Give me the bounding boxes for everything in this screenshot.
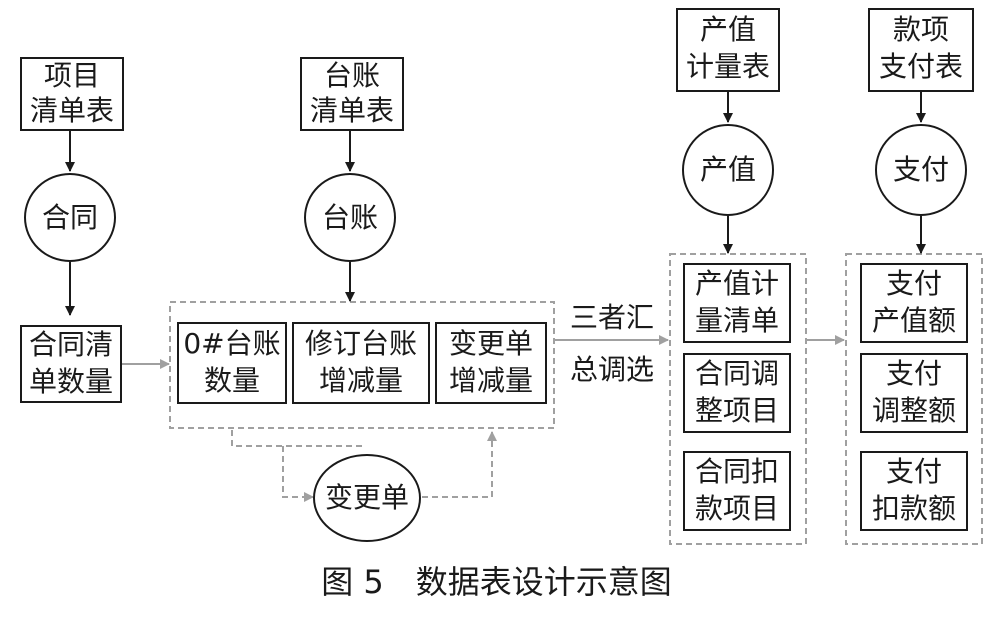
ledger-label: 台账 xyxy=(321,201,378,234)
payment-output-amount-box xyxy=(860,263,968,343)
figure-caption: 图 5 数据表设计示意图 xyxy=(321,563,672,601)
payment-adjust-amount-box xyxy=(860,353,968,433)
contract-quantity-label-1: 合同清 xyxy=(28,328,113,361)
output-value-circle xyxy=(682,124,774,216)
output-value-label: 产值 xyxy=(699,153,756,186)
payment-adjust-amount-label-1: 支付 xyxy=(885,357,942,390)
contract-adjust-items-box xyxy=(683,353,791,433)
output-measure-list-box xyxy=(683,263,791,343)
output-measure-table-label-1: 产值 xyxy=(699,13,756,46)
arrow-loop-to-change-order xyxy=(231,430,365,497)
output-measure-list-label-2: 量清单 xyxy=(694,304,779,337)
revised-ledger-label-2: 增减量 xyxy=(318,364,403,397)
contract-adjust-items-label-2: 整项目 xyxy=(694,394,779,427)
payment-table-label-2: 支付表 xyxy=(878,50,963,83)
payment-table-box xyxy=(868,8,974,92)
change-order-delta-label-2: 增减量 xyxy=(448,364,533,397)
contract-circle xyxy=(24,173,116,262)
contract-adjust-items-label-1: 合同调 xyxy=(694,357,779,390)
payment-group-frame xyxy=(845,253,983,545)
payment-output-amount-label-2: 产值额 xyxy=(871,304,956,337)
payment-adjust-amount-label-2: 调整额 xyxy=(871,394,956,427)
contract-deduct-items-box xyxy=(683,451,791,531)
ledger-group-frame xyxy=(169,301,555,429)
project-list-label-2: 清单表 xyxy=(29,94,114,127)
ledger0-quantity-label-1: 0#台账 xyxy=(183,327,281,360)
payment-table-label-1: 款项 xyxy=(892,13,949,46)
ledger0-quantity-box xyxy=(177,322,287,404)
payment-deduct-amount-box xyxy=(860,451,968,531)
payment-deduct-amount-label-1: 支付 xyxy=(885,455,942,488)
output-group-frame xyxy=(669,253,807,545)
change-order-delta-box xyxy=(435,322,547,404)
output-measure-list-label-1: 产值计 xyxy=(694,267,779,300)
contract-deduct-items-label-2: 款项目 xyxy=(694,492,779,525)
contract-quantity-label-2: 单数量 xyxy=(28,365,113,398)
contract-label: 合同 xyxy=(41,201,98,234)
ledger-list-label-2: 清单表 xyxy=(309,94,394,127)
payment-label: 支付 xyxy=(892,153,949,186)
change-order-label: 变更单 xyxy=(324,481,409,514)
change-order-circle xyxy=(313,454,421,542)
output-measure-table-label-2: 计量表 xyxy=(685,50,770,83)
payment-output-amount-label-1: 支付 xyxy=(885,267,942,300)
ledger-list-box xyxy=(300,57,404,131)
project-list-label-1: 项目 xyxy=(43,59,100,92)
change-order-delta-label-1: 变更单 xyxy=(448,327,533,360)
summary-label-2: 总调选 xyxy=(569,353,654,386)
payment-circle xyxy=(875,124,967,216)
ledger0-quantity-label-2: 数量 xyxy=(203,364,260,397)
contract-quantity-box xyxy=(20,325,122,403)
revised-ledger-label-1: 修订台账 xyxy=(304,327,417,360)
arrow-change-order-to-group xyxy=(422,431,497,498)
ledger-list-label-1: 台账 xyxy=(323,59,380,92)
ledger-circle xyxy=(304,173,396,262)
payment-deduct-amount-label-2: 扣款额 xyxy=(871,492,956,525)
revised-ledger-box xyxy=(292,322,430,404)
summary-label-1: 三者汇 xyxy=(569,301,654,334)
output-measure-table-box xyxy=(676,8,780,92)
contract-deduct-items-label-1: 合同扣 xyxy=(694,455,779,488)
project-list-box xyxy=(20,57,124,131)
